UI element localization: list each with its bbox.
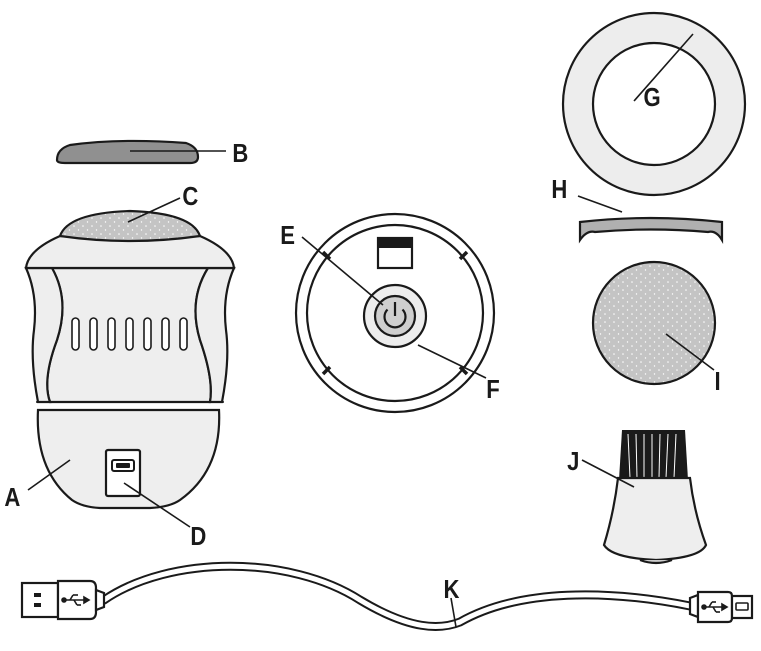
label-f: F xyxy=(486,375,499,404)
label-g: G xyxy=(644,83,661,112)
label-i: I xyxy=(715,367,721,396)
ring-g xyxy=(561,11,747,197)
label-k: K xyxy=(443,575,459,604)
abrasive-pad-i xyxy=(591,260,717,386)
bottom-view xyxy=(294,212,496,414)
label-b: B xyxy=(232,139,248,168)
cleaning-brush-j xyxy=(581,430,708,565)
clip-h xyxy=(577,195,724,244)
usb-cable-k xyxy=(20,561,754,631)
main-unit-a xyxy=(24,197,236,528)
usb-icon xyxy=(61,594,91,606)
label-c: C xyxy=(182,182,198,211)
cover-cap-b xyxy=(55,139,226,165)
usb-icon xyxy=(701,601,729,613)
label-h: H xyxy=(551,175,567,204)
power-icon xyxy=(383,302,407,329)
label-e: E xyxy=(280,221,295,250)
label-j: J xyxy=(567,447,579,476)
label-d: D xyxy=(190,522,206,551)
label-a: A xyxy=(4,483,20,512)
charging-port-d xyxy=(104,448,142,498)
